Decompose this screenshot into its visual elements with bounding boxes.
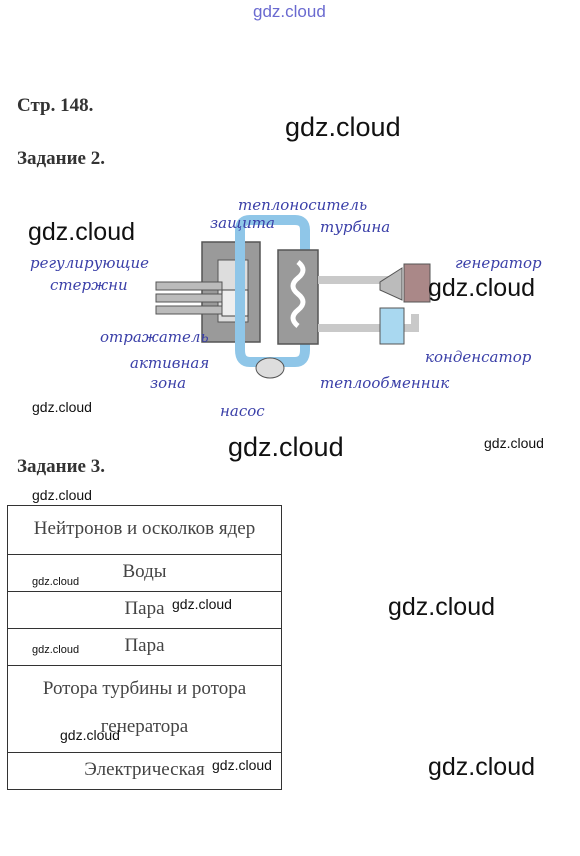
watermark-top: gdz.cloud — [253, 2, 326, 21]
table-cell: Воды — [7, 554, 282, 592]
condenser-shape — [379, 307, 405, 345]
pump-shape — [255, 357, 285, 379]
page-reference: Стр. 148. — [17, 95, 94, 116]
watermark: gdz.cloud — [428, 753, 536, 781]
label-active-zone-1: активная — [130, 354, 209, 372]
watermark: gdz.cloud — [32, 576, 80, 588]
table-row: Пара — [7, 628, 282, 666]
control-rod — [155, 293, 223, 303]
watermark: gdz.cloud — [32, 487, 92, 503]
label-generator: генератор — [455, 254, 542, 272]
table-row: Электрическая — [7, 752, 282, 790]
label-active-zone-2: зона — [150, 374, 186, 392]
task-2-title: Задание 2. — [17, 148, 105, 169]
watermark: gdz.cloud — [388, 593, 496, 621]
watermark: gdz.cloud — [285, 112, 401, 142]
table-cell: Пара — [7, 591, 282, 629]
answers-table: Нейтронов и осколков ядер Воды Пара Пара… — [7, 505, 282, 790]
watermark: gdz.cloud — [428, 274, 536, 302]
task-3-title: Задание 3. — [17, 456, 105, 477]
turbine-shape — [379, 267, 403, 301]
table-row: Пара — [7, 591, 282, 629]
table-cell: Пара — [7, 628, 282, 666]
watermark: gdz.cloud — [28, 218, 136, 246]
label-control-rods-2: стержни — [50, 276, 128, 294]
watermark: gdz.cloud — [484, 435, 544, 451]
watermark: gdz.cloud — [228, 432, 344, 462]
table-row: Нейтронов и осколков ядер — [7, 505, 282, 555]
nuclear-plant-diagram: защита теплоноситель турбина регулирующи… — [30, 196, 542, 420]
label-coolant: теплоноситель — [238, 196, 367, 214]
control-rod — [155, 281, 223, 291]
label-heat-exchanger: теплообменник — [320, 374, 449, 392]
label-reflector: отражатель — [100, 328, 209, 346]
label-control-rods-1: регулирующие — [30, 254, 149, 272]
watermark: gdz.cloud — [212, 757, 272, 773]
table-cell: Ротора турбины и ротора генератора — [7, 665, 282, 753]
heat-exchanger-coil — [290, 260, 306, 328]
table-row: Воды — [7, 554, 282, 592]
label-condenser: конденсатор — [425, 348, 532, 366]
table-cell: Нейтронов и осколков ядер — [7, 505, 282, 555]
label-pump: насос — [220, 402, 265, 420]
table-cell: Электрическая — [7, 752, 282, 790]
watermark: gdz.cloud — [172, 596, 232, 612]
label-turbine: турбина — [320, 218, 390, 236]
steam-pipe — [318, 276, 389, 288]
watermark: gdz.cloud — [32, 644, 80, 656]
watermark: gdz.cloud — [32, 399, 92, 415]
control-rod — [155, 305, 223, 315]
watermark: gdz.cloud — [60, 727, 120, 743]
label-protection: защита — [210, 214, 275, 232]
table-row: Ротора турбины и ротора генератора — [7, 665, 282, 753]
return-pipe — [318, 314, 419, 332]
generator-shape — [403, 263, 431, 303]
